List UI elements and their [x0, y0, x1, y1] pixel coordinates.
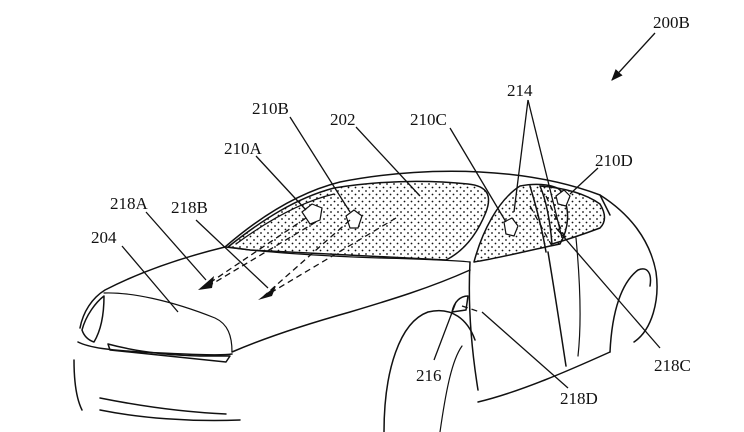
leader-218d — [481, 311, 569, 389]
label-216: 216 — [416, 366, 442, 385]
sensor-210c — [503, 217, 519, 237]
leader-218a — [145, 211, 207, 281]
leader-210d — [569, 167, 599, 195]
beam-218a — [198, 217, 317, 290]
beam-218d-line — [461, 305, 481, 313]
leader-210a — [255, 155, 307, 211]
label-218d: 218D — [560, 389, 598, 408]
beam-218c-line-1 — [529, 205, 553, 247]
lower-bumper-line-2 — [99, 409, 241, 422]
hood-front-edge — [79, 246, 226, 329]
window-pillar — [529, 185, 547, 253]
label-202: 202 — [330, 110, 356, 129]
leader-204 — [121, 245, 179, 313]
reference-labels: 200B 202 204 210A 210B 210C 210D 214 216… — [91, 13, 691, 408]
label-218c: 218C — [654, 356, 691, 375]
bumper-upper-line — [77, 341, 233, 356]
sensor-210a — [301, 203, 323, 225]
leader-202 — [355, 126, 421, 197]
leader-210b — [289, 116, 351, 213]
beam-218b-lower — [271, 217, 397, 293]
door-front-edge — [468, 261, 479, 391]
sensor-210b — [345, 209, 363, 229]
beam-218c-line-2 — [545, 195, 567, 241]
beam-218a-lower — [211, 221, 317, 285]
grille-slot — [107, 343, 231, 363]
label-218a: 218A — [110, 194, 149, 213]
leader-lines — [121, 99, 661, 389]
hood-crease — [103, 292, 233, 353]
rear-quarter — [599, 194, 658, 343]
port-216 — [451, 295, 469, 313]
windshield-a-pillar — [235, 193, 335, 245]
label-210c: 210C — [410, 110, 447, 129]
sill-line — [477, 351, 611, 403]
front-wheel-arch — [383, 309, 476, 432]
leader-214-a — [513, 99, 529, 213]
sensor-210d — [555, 189, 571, 207]
front-tire-edge — [439, 345, 463, 432]
leader-210c — [449, 127, 507, 223]
label-210d: 210D — [595, 151, 633, 170]
leader-218c — [555, 227, 661, 349]
label-210a: 210A — [224, 139, 263, 158]
leader-214-b — [527, 99, 563, 239]
headlight — [81, 295, 105, 343]
beam-218b — [258, 217, 397, 300]
beam-218b-arrowhead — [258, 286, 276, 300]
beam-218a-upper — [201, 217, 307, 289]
leader-218b — [195, 219, 269, 289]
beam-218d — [451, 295, 481, 313]
lower-bumper-line — [99, 397, 227, 415]
leader-216 — [433, 301, 457, 361]
beam-218a-arrowhead — [198, 276, 214, 290]
beam-218b-upper — [263, 219, 351, 297]
label-200b: 200B — [653, 13, 690, 32]
label-214: 214 — [507, 81, 533, 100]
figure-pointer-arrow — [611, 32, 656, 81]
rear-side-window — [539, 185, 606, 245]
label-218b: 218B — [171, 198, 208, 217]
label-210b: 210B — [252, 99, 289, 118]
rear-wheel-arch — [609, 268, 652, 353]
rear-door-line — [575, 237, 581, 357]
label-204: 204 — [91, 228, 117, 247]
front-fascia — [73, 359, 83, 411]
beam-218c — [529, 195, 567, 247]
door-b-pillar-line — [547, 251, 567, 367]
hood-side-line — [231, 269, 471, 353]
